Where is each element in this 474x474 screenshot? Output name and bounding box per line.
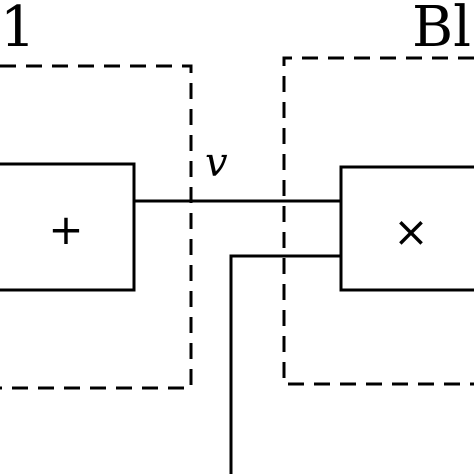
feedback-wire	[229, 254, 341, 474]
left-block-boundary	[0, 64, 193, 390]
signal-label-v: v	[205, 140, 228, 186]
adder-symbol: +	[48, 205, 83, 254]
multiplier-box	[339, 165, 474, 292]
right-block-label: Bl	[412, 0, 471, 60]
left-block-label: 1	[0, 0, 36, 60]
right-block-boundary	[282, 56, 474, 386]
multiplier-symbol: ×	[393, 207, 428, 256]
adder-box	[0, 162, 136, 292]
